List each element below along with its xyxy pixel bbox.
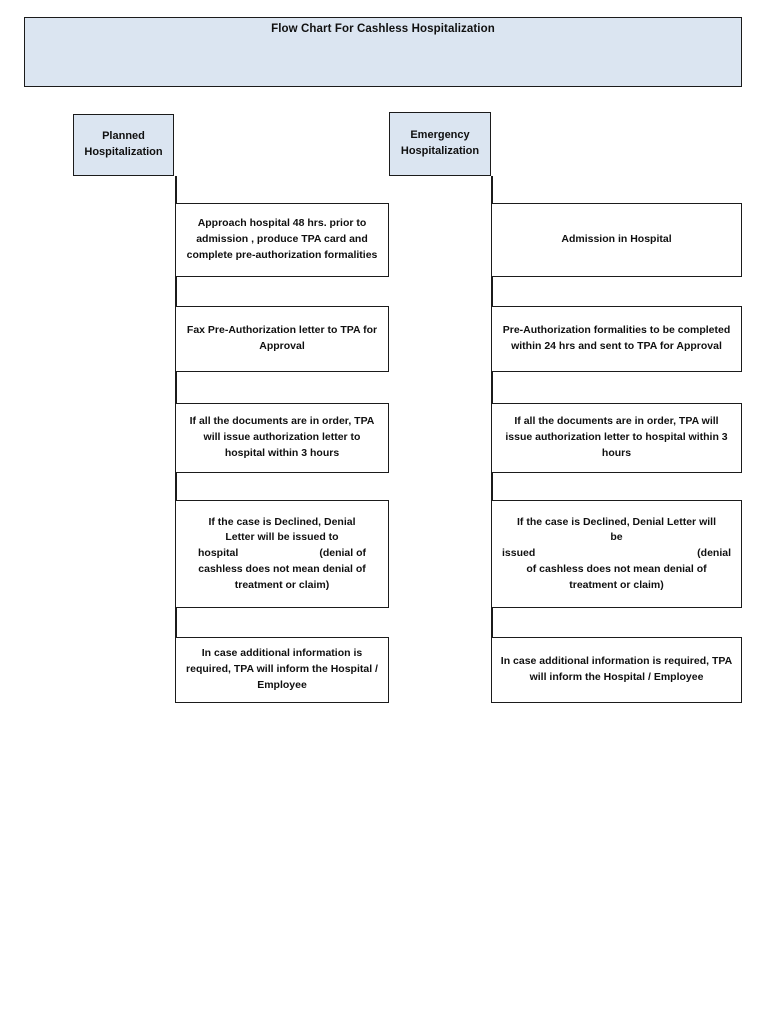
header-label-emergency: Emergency Hospitalization [401,128,479,160]
declined-planned-line1: If the case is Declined, Denial [208,515,356,528]
process-text-documents-in-order-planned: If all the documents are in order, TPA w… [189,415,375,459]
header-emergency-line2: Hospitalization [400,145,480,157]
process-box-additional-information-planned: In case additional information is requir… [175,637,389,703]
declined-planned-line3-left: hospital [198,547,239,560]
process-box-fax-preauth: Fax Pre-Authorization letter to TPA for … [175,306,389,372]
header-label-planned: Planned Hospitalization [84,129,162,161]
title-banner: Flow Chart For Cashless Hospitalization [24,17,742,87]
process-box-documents-in-order-emergency: If all the documents are in order, TPA w… [491,403,742,473]
declined-emergency-line2: be [610,531,623,544]
declined-planned-line3-right: (denial of [319,547,366,560]
header-planned-line2: Hospitalization [84,146,163,158]
declined-planned-line2: Letter will be issued to [225,531,339,544]
header-emergency-line1: Emergency [410,129,470,142]
process-box-approach-hospital: Approach hospital 48 hrs. prior to admis… [175,203,389,277]
process-text-case-declined-emergency: If the case is Declined, Denial Letter w… [492,515,741,594]
declined-emergency-line5: treatment or claim) [569,578,664,591]
process-text-fax-preauth: Fax Pre-Authorization letter to TPA for … [186,324,378,352]
declined-emergency-line3: issued (denial [500,546,733,562]
header-box-emergency-hospitalization: Emergency Hospitalization [389,112,491,176]
declined-emergency-line1: If the case is Declined, Denial Letter w… [517,515,716,528]
declined-emergency-line3-left: issued [502,547,536,560]
declined-emergency-line4: of cashless does not mean denial of [526,562,707,575]
process-text-documents-in-order-emergency: If all the documents are in order, TPA w… [505,415,728,459]
header-box-planned-hospitalization: Planned Hospitalization [73,114,174,176]
process-box-preauth-24hrs: Pre-Authorization formalities to be comp… [491,306,742,372]
process-box-documents-in-order-planned: If all the documents are in order, TPA w… [175,403,389,473]
page-title: Flow Chart For Cashless Hospitalization [271,23,495,35]
process-text-admission-in-hospital: Admission in Hospital [561,233,672,246]
process-box-additional-information-emergency: In case additional information is requir… [491,637,742,703]
declined-planned-line3: hospital (denial of [184,546,380,562]
declined-planned-line5: treatment or claim) [234,578,330,591]
process-box-case-declined-emergency: If the case is Declined, Denial Letter w… [491,500,742,608]
process-text-approach-hospital: Approach hospital 48 hrs. prior to admis… [186,217,378,261]
process-text-additional-information-emergency: In case additional information is requir… [500,655,733,683]
header-planned-line1: Planned [102,130,145,143]
process-text-case-declined-planned: If the case is Declined, Denial Letter w… [176,515,388,594]
process-text-additional-information-planned: In case additional information is requir… [186,647,378,691]
declined-planned-line4: cashless does not mean denial of [198,562,366,575]
process-box-case-declined-planned: If the case is Declined, Denial Letter w… [175,500,389,608]
process-box-admission-in-hospital: Admission in Hospital [491,203,742,277]
process-text-preauth-24hrs: Pre-Authorization formalities to be comp… [502,324,731,352]
declined-emergency-line3-right: (denial [697,547,731,560]
